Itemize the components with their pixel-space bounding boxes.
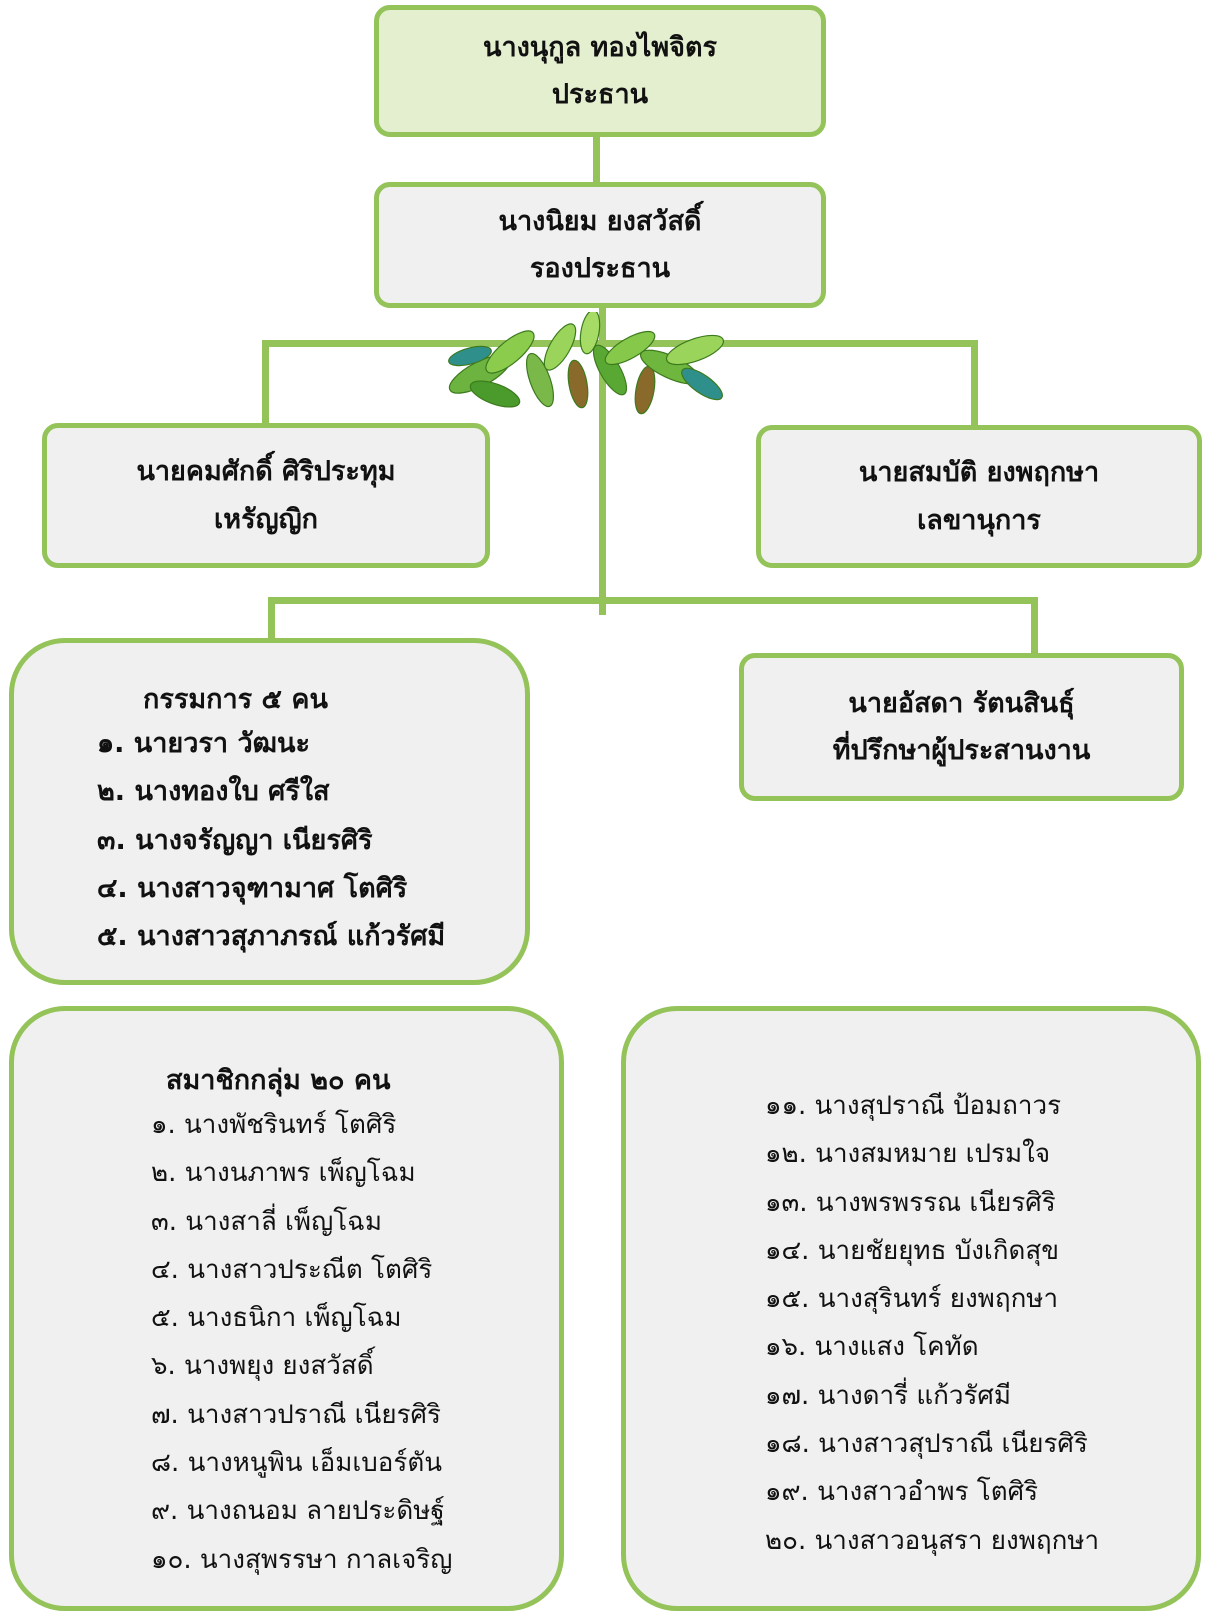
list-item: ๒๐. นางสาวอนุสรา ยงพฤกษา: [765, 1525, 1100, 1556]
list-item: ๔. นางสาวประณีต โตศิริ: [151, 1254, 433, 1285]
list-item: ๑๒. นางสมหมาย เปรมใจ: [765, 1139, 1051, 1170]
advisor-role: ที่ปรึกษาผู้ประสานงาน: [832, 735, 1091, 766]
list-item: ๓. นางสาลี่ เพ็ญโฉม: [151, 1206, 383, 1237]
connector-to-committee: [268, 597, 275, 649]
list-item: ๑. นางพัชรินทร์ โตศิริ: [151, 1110, 397, 1140]
committee-box: [9, 638, 530, 985]
list-item: ๘. นางหนูพิน เอ็มเบอร์ตัน: [151, 1448, 443, 1479]
list-item: ๑๐. นางสุพรรษา กาลเจริญ: [151, 1544, 453, 1575]
connector-lower-h: [268, 597, 1038, 604]
president-name: นางนุกูล ทองไพจิตร: [483, 31, 717, 63]
list-item: ๖. นางพยุง ยงสวัสดิ์: [151, 1351, 374, 1382]
list-item: ๕. นางธนิกา เพ็ญโฉม: [151, 1303, 402, 1334]
list-item: ๕. นางสาวสุภาภรณ์ แก้วรัศมี: [97, 921, 446, 953]
connector-president-vice: [593, 133, 600, 185]
list-item: ๑๔. นายชัยยุทธ บังเกิดสุข: [765, 1235, 1060, 1266]
members-left-box: [9, 1006, 564, 1611]
treasurer-box: นายคมศักดิ์ ศิริประทุม เหรัญญิก: [42, 423, 490, 568]
secretary-box: นายสมบัติ ยงพฤกษา เลขานุการ: [756, 425, 1202, 568]
list-item: ๔. นางสาวจุฑามาศ โตศิริ: [97, 872, 408, 904]
president-box: นางนุกูล ทองไพจิตร ประธาน: [374, 5, 826, 137]
advisor-name: นายอัสดา รัตนสินธุ์: [848, 687, 1075, 719]
secretary-name: นายสมบัติ ยงพฤกษา: [858, 457, 1100, 489]
connector-to-advisor: [1031, 597, 1038, 657]
connector-trunk: [599, 303, 606, 615]
leaves-icon: [448, 312, 725, 415]
committee-list: ๑. นายวรา วัฒนะ ๒. นางทองใบ ศรีใส ๓. นาง…: [97, 720, 445, 961]
list-item: ๑๙. นางสาวอำพร โตศิริ: [765, 1477, 1039, 1508]
list-item: ๑๘. นางสาวสุปราณี เนียรศิริ: [765, 1429, 1088, 1460]
treasurer-name: นายคมศักดิ์ ศิริประทุม: [136, 456, 396, 488]
secretary-role: เลขานุการ: [917, 504, 1041, 536]
vice-president-name: นางนิยม ยงสวัสดิ์: [498, 205, 702, 237]
members-left-list: ๑. นางพัชรินทร์ โตศิริ ๒. นางนภาพร เพ็ญโ…: [151, 1101, 452, 1584]
connector-to-treasurer: [262, 340, 269, 426]
members-right-list: ๑๑. นางสุปราณี ป้อมถาวร ๑๒. นางสมหมาย เป…: [765, 1082, 1099, 1565]
vice-president-role: รองประธาน: [529, 253, 671, 284]
list-item: ๓. นางจรัญญา เนียรศิริ: [97, 824, 373, 856]
members-title: สมาชิกกลุ่ม ๒๐ คน: [166, 1065, 391, 1096]
list-item: ๑๖. นางแสง โคทัด: [765, 1332, 979, 1363]
vice-president-box: นางนิยม ยงสวัสดิ์ รองประธาน: [374, 182, 826, 308]
advisor-box: นายอัสดา รัตนสินธุ์ ที่ปรึกษาผู้ประสานงา…: [739, 653, 1184, 801]
list-item: ๗. นางสาวปราณี เนียรศิริ: [151, 1399, 441, 1430]
list-item: ๑๕. นางสุรินทร์ ยงพฤกษา: [765, 1284, 1059, 1315]
list-item: ๑๑. นางสุปราณี ป้อมถาวร: [765, 1091, 1062, 1121]
list-item: ๒. นางทองใบ ศรีใส: [97, 776, 330, 808]
list-item: ๙. นางถนอม ลายประดิษฐ์: [151, 1496, 445, 1527]
committee-title: กรรมการ ๕ คน: [143, 684, 328, 715]
treasurer-role: เหรัญญิก: [214, 503, 318, 535]
connector-to-secretary: [971, 340, 978, 428]
list-item: ๑๗. นางดารี่ แก้วรัศมี: [765, 1380, 1012, 1411]
president-role: ประธาน: [551, 79, 649, 110]
list-item: ๑๓. นางพรพรรณ เนียรศิริ: [765, 1187, 1056, 1218]
list-item: ๑. นายวรา วัฒนะ: [97, 728, 310, 759]
list-item: ๒. นางนภาพร เพ็ญโฉม: [151, 1158, 416, 1189]
members-right-box: [621, 1006, 1201, 1611]
